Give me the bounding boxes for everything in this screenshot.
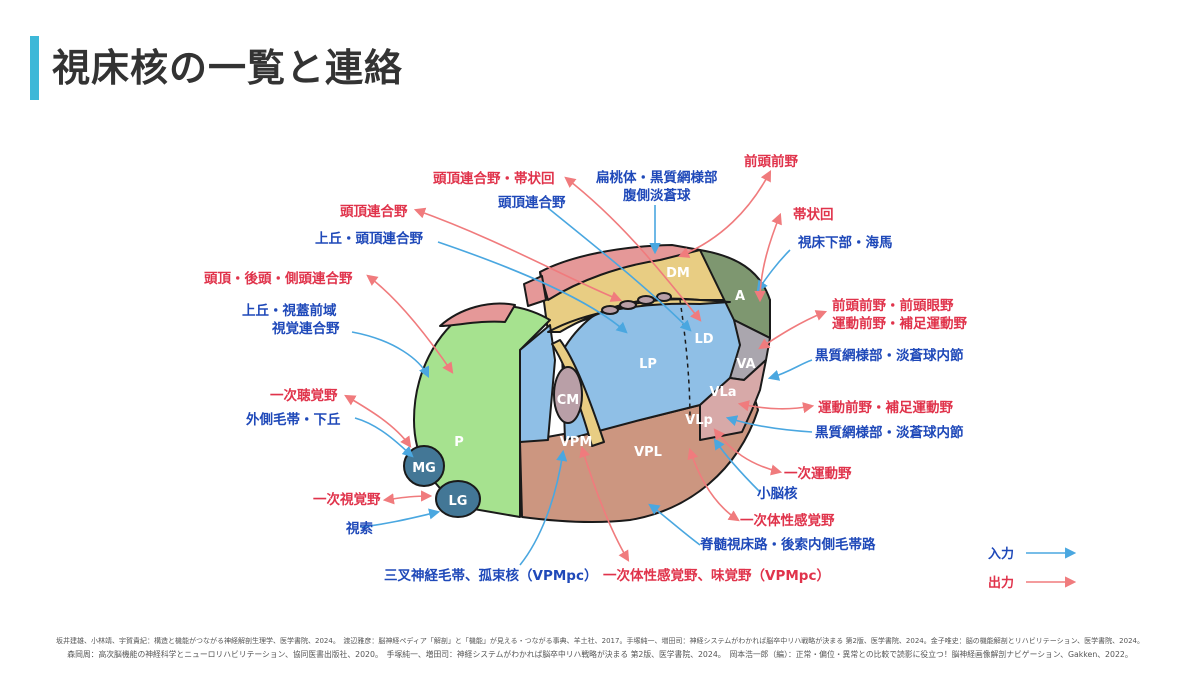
label-hentou-in-1: 扁桃体・黒質網様部 — [596, 169, 718, 186]
label-kokushitsu-in-1: 黒質網様部・淡蒼球内節 — [815, 347, 964, 364]
pulvinar-cap — [439, 302, 516, 327]
nucleus-lp: LP — [639, 357, 657, 372]
legend-input-label: 入力 — [988, 546, 1014, 562]
label-ichiji-shikaku-out: 一次視覚野 — [313, 491, 381, 508]
pulvinar-blue-region — [519, 324, 556, 443]
label-taisei-mikaku-out: 一次体性感覚野、味覚野（VPMpc） — [603, 567, 830, 584]
label-ichiji-undou-out: 一次運動野 — [784, 465, 852, 482]
nucleus-mg: MG — [412, 461, 436, 476]
label-joukyu-shigai-in-1: 上丘・視蓋前域 — [242, 302, 337, 319]
label-zentou-gan-out-1: 前頭前野・前頭眼野 — [832, 297, 954, 314]
label-sekizui-in: 脊髄視床路・後索内側毛帯路 — [699, 536, 876, 553]
medial-geniculate — [403, 445, 445, 487]
label-joukyu-shigai-in-2: 視覚連合野 — [271, 320, 340, 337]
nucleus-a: A — [735, 289, 745, 304]
nucleus-vpm: VPM — [560, 435, 593, 450]
label-shishoukabu-in: 視床下部・海馬 — [797, 234, 893, 251]
nucleus-lg: LG — [449, 494, 468, 509]
output-arrows — [344, 170, 828, 562]
nucleus-va: VA — [736, 357, 755, 372]
nucleus-cm: CM — [557, 393, 579, 408]
label-ichiji-taisei-out: 一次体性感覚野 — [740, 512, 835, 529]
references-line-1: 坂井建雄、小林靖、宇賀貴紀：構造と機能がつながる神経解剖生理学、医学書院、202… — [56, 637, 1144, 645]
nucleus-dm: DM — [666, 266, 690, 281]
references-line-2: 森岡周：高次脳機能の神経科学とニューロリハビリテーション、協同医書出版社、202… — [67, 650, 1133, 659]
nucleus-vla: VLa — [709, 385, 736, 400]
centromedian-region — [553, 366, 583, 424]
lateral-geniculate — [435, 480, 481, 518]
nucleus-p: P — [454, 435, 464, 450]
label-gaisoku-in: 外側毛帯・下丘 — [246, 411, 341, 428]
label-shisaku-in: 視索 — [345, 520, 373, 537]
top-notch — [523, 275, 547, 307]
label-touchou-in: 頭頂連合野 — [498, 194, 566, 211]
label-zentou-out: 前頭前野 — [744, 153, 798, 170]
nucleus-vlp: VLp — [685, 413, 713, 428]
legend: 入力 出力 — [988, 546, 1077, 591]
label-joukyu-touchou-in: 上丘・頭頂連合野 — [315, 230, 423, 247]
label-zentou-gan-out-2: 運動前野・補足運動野 — [832, 315, 967, 332]
nucleus-ld: LD — [694, 332, 713, 347]
legend-output-label: 出力 — [988, 575, 1014, 591]
label-touchou-out: 頭頂連合野 — [340, 203, 408, 220]
label-hentou-in-2: 腹側淡蒼球 — [623, 187, 691, 204]
label-kokushitsu-in-2: 黒質網様部・淡蒼球内節 — [815, 424, 964, 441]
label-taijou-out: 帯状回 — [793, 206, 834, 223]
lp-ld-dashed-border — [679, 299, 691, 421]
title-accent-bar — [30, 36, 39, 100]
page-title: 視床核の一覧と連絡 — [52, 46, 404, 90]
connection-labels: 頭頂連合野・帯状回 扁桃体・黒質網様部 腹側淡蒼球 前頭前野 頭頂連合野 帯状回… — [204, 153, 967, 584]
thalamus-body — [403, 244, 771, 524]
label-undouzen-out: 運動前野・補足運動野 — [818, 399, 953, 416]
label-ichiji-choukaku-out: 一次聴覚野 — [270, 387, 338, 404]
nucleus-vpl: VPL — [634, 445, 662, 460]
label-touchou-taijou-out: 頭頂連合野・帯状回 — [433, 170, 555, 187]
label-sansa-in: 三叉神経毛帯、孤束核（VPMpc） — [384, 567, 597, 584]
label-touchou-koutou-out: 頭頂・後頭・側頭連合野 — [204, 270, 353, 287]
label-shounou-in: 小脳核 — [757, 485, 798, 502]
